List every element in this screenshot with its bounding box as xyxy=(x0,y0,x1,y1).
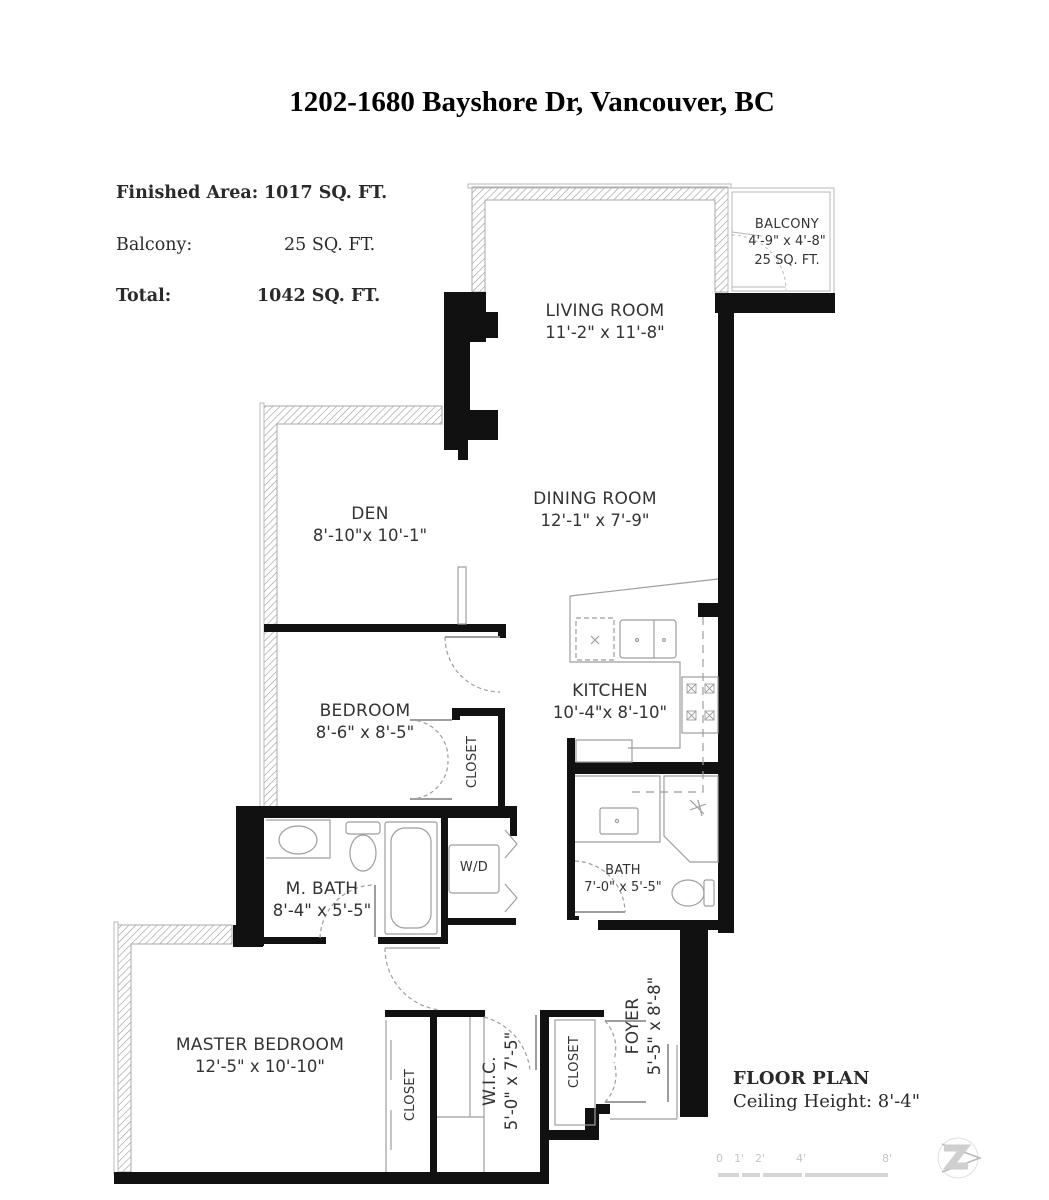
bath-label: BATH 7'-0" x 5'-5" xyxy=(584,863,662,895)
master-bedroom-label: MASTER BEDROOM 12'-5" x 10'-10" xyxy=(175,1035,345,1077)
total-area-value: 1042 SQ. FT. xyxy=(257,286,381,306)
fixtures xyxy=(266,566,719,1172)
scale-tick-4: 4' xyxy=(796,1152,807,1165)
finished-area-value: 1017 SQ. FT. xyxy=(264,183,388,203)
dining-room-label: DINING ROOM 12'-1" x 7'-9" xyxy=(533,489,657,531)
living-room-label: LIVING ROOM 11'-2" x 11'-8" xyxy=(545,301,665,343)
balcony-label: BALCONY 4'-9" x 4'-8" 25 SQ. FT. xyxy=(748,217,826,268)
master-closet-label: CLOSET xyxy=(403,1068,418,1122)
den-label: DEN 8'-10"x 10'-1" xyxy=(312,504,428,546)
foyer-closet-label: CLOSET xyxy=(567,1035,582,1089)
foyer-label: FOYER 5'-5" x 8'-8" xyxy=(623,976,665,1076)
bedroom-closet-label: CLOSET xyxy=(465,735,480,789)
scale-tick-2: 2' xyxy=(755,1152,766,1165)
bedroom-label: BEDROOM 8'-6" x 8'-5" xyxy=(315,701,415,743)
balcony-area-value: 25 SQ. FT. xyxy=(284,235,376,255)
ceiling-height: Ceiling Height: 8'-4" xyxy=(733,1091,920,1112)
total-area-label: Total: xyxy=(116,286,172,306)
structural-walls xyxy=(114,292,835,1184)
scale-tick-0: 0 xyxy=(716,1152,723,1165)
laundry-label: W/D xyxy=(459,860,489,875)
window-outlines xyxy=(113,183,835,1175)
plan-info: FLOOR PLAN Ceiling Height: 8'-4" xyxy=(733,1068,920,1112)
finished-area-label: Finished Area: xyxy=(116,183,259,203)
scale-tick-1: 1' xyxy=(734,1152,745,1165)
kitchen-label: KITCHEN 10'-4"x 8'-10" xyxy=(552,681,668,723)
balcony-area-label: Balcony: xyxy=(116,235,193,255)
scale-tick-8: 8' xyxy=(882,1152,893,1165)
property-address-title: 1202-1680 Bayshore Dr, Vancouver, BC xyxy=(289,86,775,118)
wic-label: W.I.C. 5'-0" x 7'-5" xyxy=(480,1031,522,1131)
north-arrow-icon xyxy=(937,1137,983,1179)
master-bath-label: M. BATH 8'-4" x 5'-5" xyxy=(272,879,372,921)
floor-plan-label: FLOOR PLAN xyxy=(733,1068,870,1089)
